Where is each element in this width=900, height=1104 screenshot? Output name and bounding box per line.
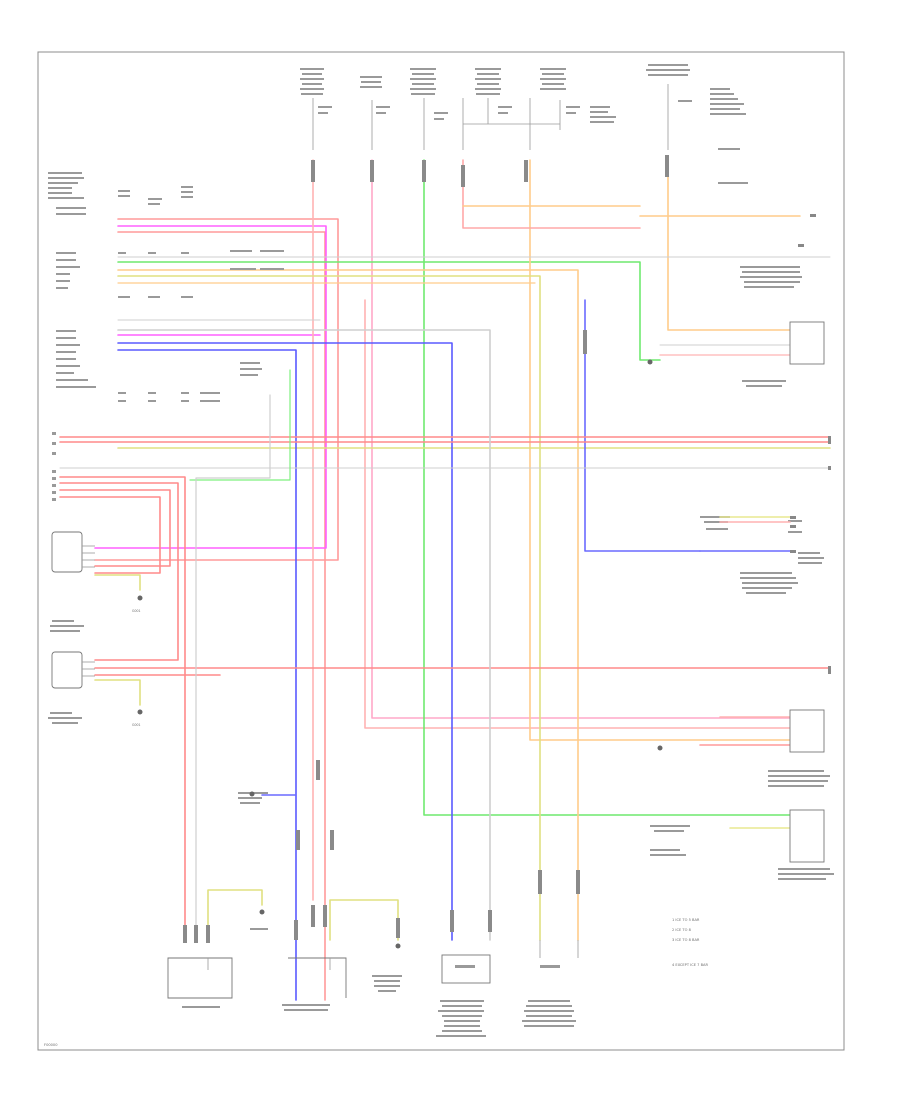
right-terminals [790,214,831,674]
left-module-1 [51,531,95,573]
left-module-2 [51,651,95,689]
diagram-frame [37,51,845,1051]
legend-item-1: 1 ICE TO 5 BAR [672,918,700,922]
legend-item-3: 3 ICE TO 8 BAR [672,938,700,942]
bottom-module-1 [167,957,233,999]
ground-label-2: G001 [132,723,141,727]
legend-item-2: 2 ICE TO 8 [672,928,692,932]
bottom-connectors [183,155,669,943]
left-connector-pins [52,207,284,501]
bottom-module-2 [288,957,347,998]
ground-symbols: G001 G001 [132,359,663,949]
right-module-top [789,321,825,365]
right-module-bottom [789,809,825,863]
top-feed-stubs [312,84,669,150]
bottom-module-3 [441,954,491,984]
wire-harness [59,159,831,1001]
ground-label: G001 [132,609,141,613]
legend: 1 ICE TO 5 BAR 2 ICE TO 8 3 ICE TO 8 BAR… [672,918,709,967]
page-code: F00000 [44,1043,58,1047]
legend-item-4: 4 EXCEPT ICE 7 BAR [672,963,709,967]
right-module-middle [789,709,825,753]
bottom-module-4 [539,940,579,968]
top-connector-labels [48,64,834,1037]
